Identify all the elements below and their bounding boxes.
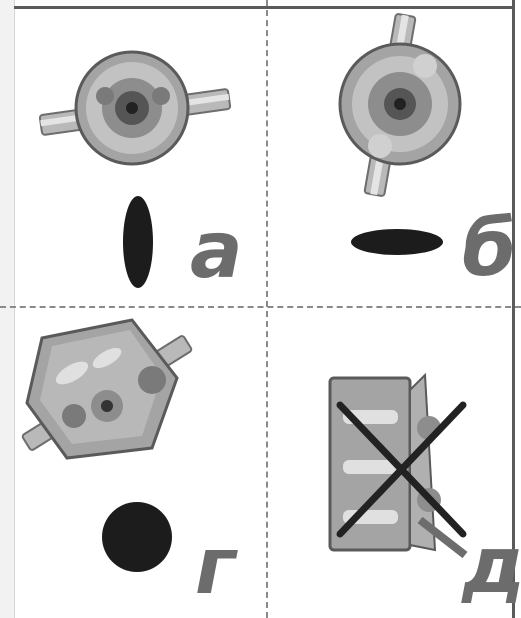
- panel-g-label: г: [195, 528, 236, 606]
- panel-b-object: [320, 14, 490, 199]
- panel-b-label: б: [462, 210, 516, 288]
- page-edge: [0, 0, 15, 618]
- panel-a-shadow: [118, 195, 158, 290]
- vertical-cut-line: [266, 0, 268, 618]
- horizontal-cut-line: [0, 306, 521, 308]
- panel-a-object: [40, 40, 240, 190]
- frame-top-border: [14, 6, 514, 9]
- panel-g-shadow: [100, 500, 174, 574]
- panel-b-shadow: [350, 225, 445, 259]
- panel-a-label: а: [190, 212, 243, 290]
- panel-g-object: [12, 318, 202, 478]
- panel-d-cross-mark: [335, 400, 470, 540]
- panel-d-label: д: [462, 527, 521, 605]
